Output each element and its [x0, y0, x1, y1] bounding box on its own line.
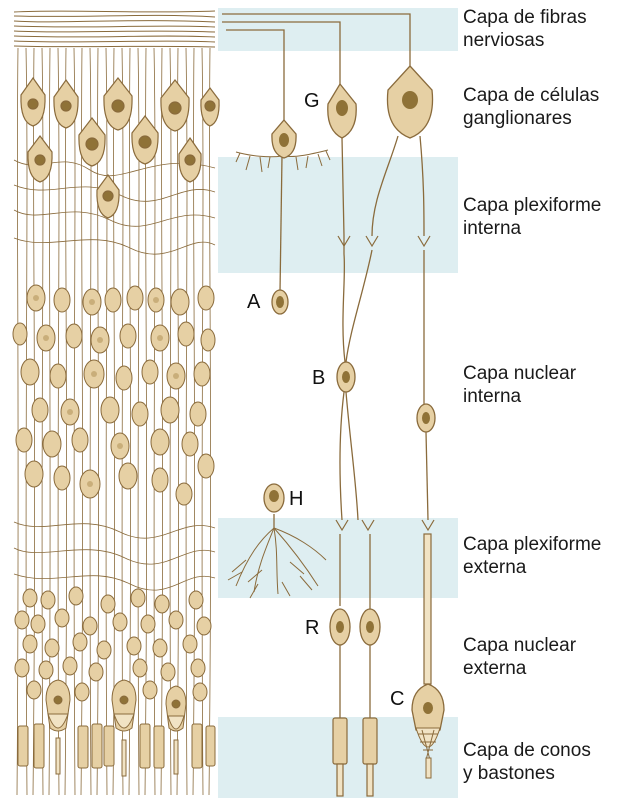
histology-outer-nuclei: [15, 587, 211, 701]
cell-label-c: C: [390, 688, 404, 711]
band-plexiforme-externa: [218, 518, 458, 598]
layer-label-nuclear-interna: Capa nuclear interna: [463, 362, 576, 408]
layer-label-conos-bastones: Capa de conos y bastones: [463, 739, 591, 785]
cone-fiber: [424, 534, 431, 684]
histology-ganglion-cells: [21, 78, 219, 218]
layer-label-ganglionares: Capa de células ganglionares: [463, 84, 599, 130]
layer-label-fibras: Capa de fibras nerviosas: [463, 6, 587, 52]
histology-rod-segments: [18, 724, 215, 776]
layer-label-plexiforme-interna: Capa plexiforme interna: [463, 194, 601, 240]
layer-label-nuclear-externa: Capa nuclear externa: [463, 634, 576, 680]
layer-label-plexiforme-externa: Capa plexiforme externa: [463, 533, 601, 579]
cell-label-a: A: [247, 291, 260, 314]
cell-label-b: B: [312, 367, 325, 390]
cell-label-r: R: [305, 617, 319, 640]
cell-label-h: H: [289, 488, 303, 511]
histology-cones: [46, 680, 186, 731]
cell-label-g: G: [304, 90, 320, 113]
